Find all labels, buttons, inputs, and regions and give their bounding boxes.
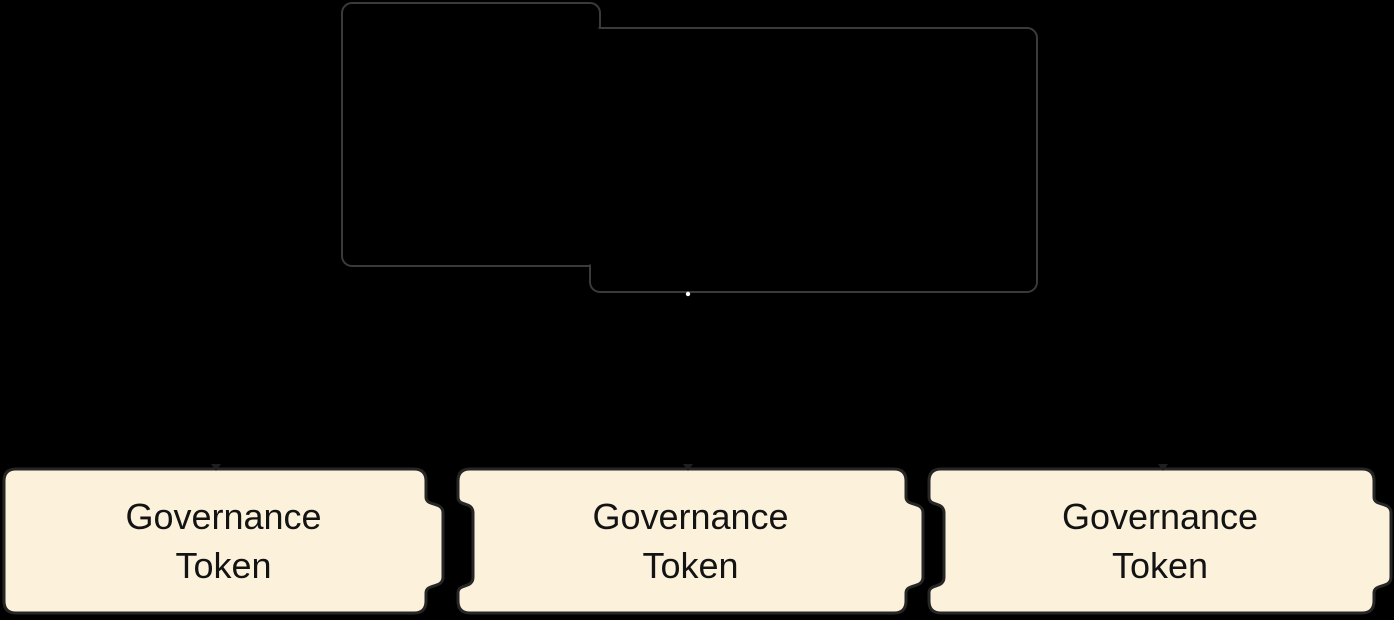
top-outline-shape xyxy=(341,2,1038,293)
arrowhead-icon xyxy=(683,464,693,471)
governance-token-block-1 xyxy=(2,467,445,615)
governance-token-block-3 xyxy=(927,467,1393,615)
governance-token-block-2 xyxy=(456,467,925,615)
top-outline-inner-cover xyxy=(343,4,599,265)
arrowhead-icon xyxy=(211,464,221,471)
top-outline-right-rect xyxy=(589,27,1038,293)
arrowhead-icon xyxy=(1158,464,1168,471)
connector-dot xyxy=(685,291,691,297)
